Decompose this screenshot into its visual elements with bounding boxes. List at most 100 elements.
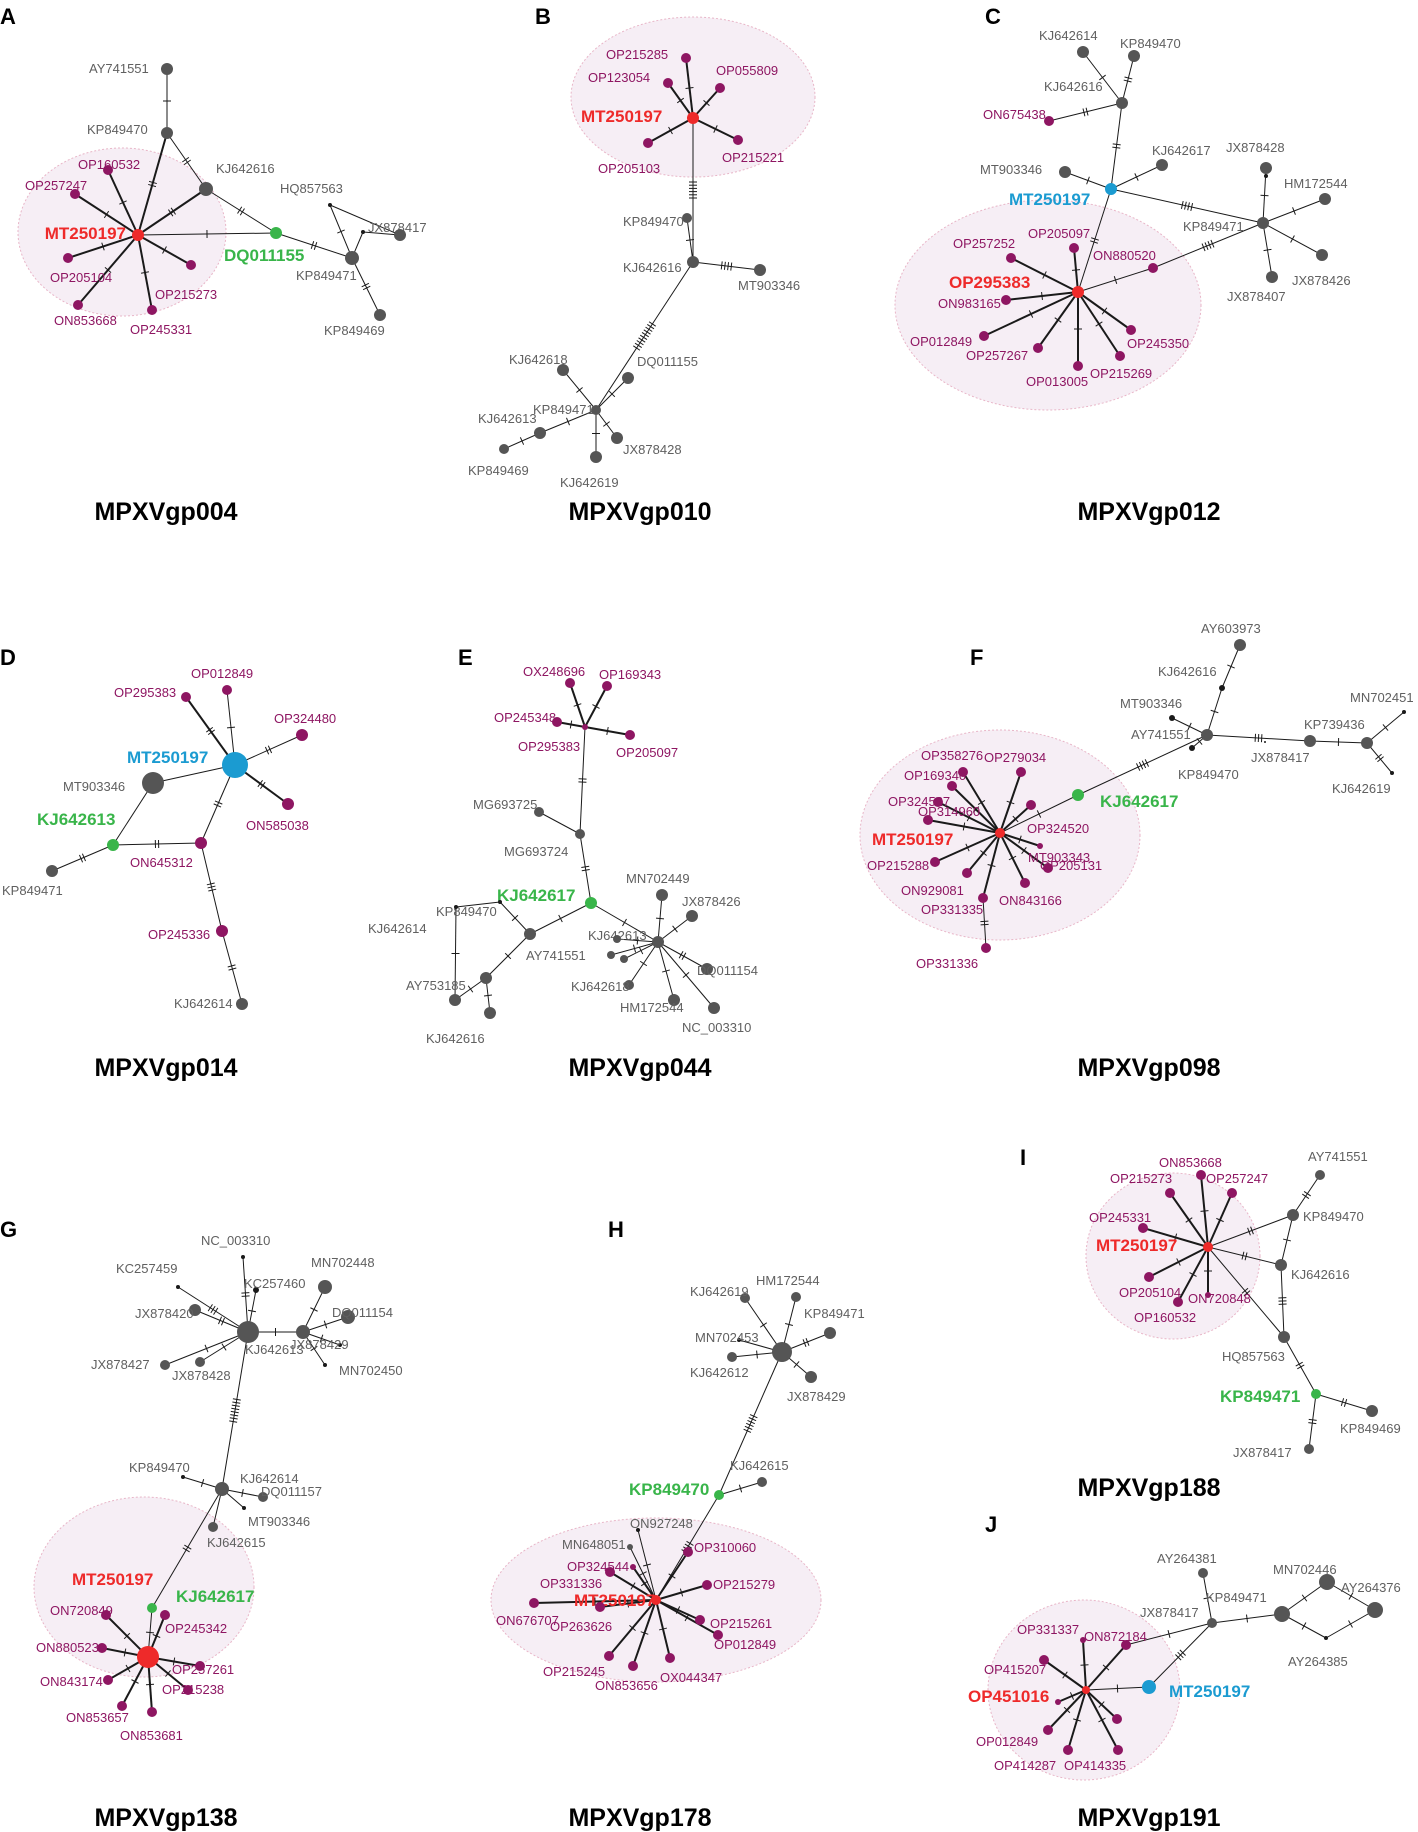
mutation-tick	[183, 159, 191, 166]
node-label: AY264385	[1288, 1654, 1348, 1669]
mutation-tick	[1210, 239, 1215, 248]
haplotype-node	[216, 925, 228, 937]
haplotype-node	[242, 1506, 246, 1510]
node-label: KJ642619	[1332, 781, 1391, 796]
haplotype-node	[636, 1528, 640, 1532]
node-label: OP324520	[1027, 821, 1089, 836]
network-edge	[137, 188, 207, 236]
node-label: KP849471	[804, 1306, 865, 1321]
mutation-tick	[1247, 1227, 1251, 1236]
haplotype-node	[1278, 1331, 1290, 1343]
node-label: OP324544	[567, 1559, 629, 1574]
network-edge	[112, 782, 154, 846]
node-label: MT250197	[581, 107, 662, 126]
node-label: KJ642617	[176, 1587, 254, 1606]
haplotype-node	[328, 203, 332, 207]
haplotype-node	[757, 1477, 767, 1487]
node-label: DQ011154	[332, 1305, 393, 1320]
mutation-tick	[1377, 756, 1384, 763]
haplotype-node	[1156, 159, 1168, 171]
mutation-tick	[802, 1339, 807, 1347]
mutation-tick	[213, 803, 222, 808]
node-label: JX878426	[1292, 273, 1351, 288]
haplotype-node	[1072, 789, 1084, 801]
haplotype-node	[499, 444, 509, 454]
mutation-tick	[638, 946, 644, 955]
haplotype-node	[1006, 253, 1016, 263]
mutation-tick	[685, 238, 695, 242]
haplotype-node	[1144, 1272, 1154, 1282]
node-label: MT903346	[248, 1514, 310, 1529]
network-edge	[1077, 188, 1112, 293]
haplotype-node	[978, 893, 988, 903]
mutation-tick	[1141, 760, 1147, 769]
mutation-tick	[1112, 146, 1121, 149]
mutation-tick	[241, 1295, 250, 1297]
haplotype-node	[236, 998, 248, 1010]
panel-d: MT250197OP012849OP295383OP324480ON585038…	[0, 645, 336, 1082]
node-label: KP849469	[468, 463, 529, 478]
haplotype-node	[652, 936, 664, 948]
mutation-tick	[1101, 307, 1108, 315]
node-label: MN702448	[311, 1255, 375, 1270]
network-edge	[595, 261, 694, 411]
mutation-tick	[1200, 1210, 1209, 1212]
mutation-tick	[1134, 173, 1139, 181]
node-label: OX044347	[660, 1670, 722, 1685]
node-label: ON843166	[999, 893, 1062, 908]
mutation-tick	[148, 183, 157, 188]
mutation-tick	[638, 337, 646, 343]
mutation-tick	[227, 964, 236, 968]
mutation-tick	[260, 781, 266, 789]
mutation-tick	[1098, 1701, 1105, 1708]
mutation-tick	[759, 1322, 768, 1328]
mutation-tick	[756, 1350, 758, 1359]
haplotype-node	[1274, 1606, 1290, 1622]
node-label: JX878417	[1140, 1605, 1199, 1620]
node-label: JX878417	[1233, 1445, 1292, 1460]
mutation-tick	[629, 1625, 636, 1631]
node-label: KP849471	[1206, 1590, 1267, 1605]
haplotype-node	[1189, 745, 1195, 751]
mutation-tick	[744, 1425, 753, 1430]
haplotype-node	[1126, 325, 1136, 335]
panel-h: MT250197MN648051ON927248OP310060OP324544…	[490, 1217, 865, 1832]
haplotype-node	[947, 781, 957, 791]
haplotype-node	[651, 1595, 661, 1605]
mutation-tick	[361, 282, 370, 288]
mutation-tick	[1190, 203, 1194, 212]
haplotype-node	[176, 1285, 180, 1289]
network-edge	[1121, 55, 1135, 104]
haplotype-node	[923, 815, 933, 825]
mutation-tick	[576, 387, 583, 393]
node-label: KJ642617	[497, 886, 575, 905]
mutation-tick	[1308, 1418, 1317, 1421]
mutation-tick	[165, 1670, 171, 1677]
node-label: KP849471	[533, 402, 594, 417]
mutation-tick	[1090, 240, 1098, 244]
node-label: MN702451	[1350, 690, 1414, 705]
mutation-tick	[1173, 1233, 1178, 1242]
mutation-tick	[247, 1309, 257, 1313]
haplotype-node	[605, 1567, 615, 1577]
haplotype-node	[160, 1360, 170, 1370]
node-label: DQ011155	[224, 246, 304, 265]
node-label: OP310060	[694, 1540, 756, 1555]
mutation-tick	[581, 868, 590, 872]
node-label: KJ642612	[690, 1365, 749, 1380]
mutation-tick	[1201, 243, 1206, 252]
network-edge	[1207, 1246, 1285, 1338]
mutation-tick	[1099, 74, 1106, 81]
mutation-tick	[162, 246, 167, 254]
mutation-tick	[78, 854, 84, 863]
mutation-tick	[730, 262, 733, 271]
node-label: MT250197	[127, 748, 208, 767]
panel-letter: H	[608, 1217, 624, 1242]
mutation-tick	[1290, 235, 1295, 243]
haplotype-node	[1324, 1636, 1328, 1640]
network-edge	[1110, 188, 1264, 224]
haplotype-node	[147, 1707, 157, 1717]
node-label: ON872184	[1084, 1629, 1147, 1644]
mutation-tick	[676, 97, 685, 104]
haplotype-node	[1116, 97, 1128, 109]
